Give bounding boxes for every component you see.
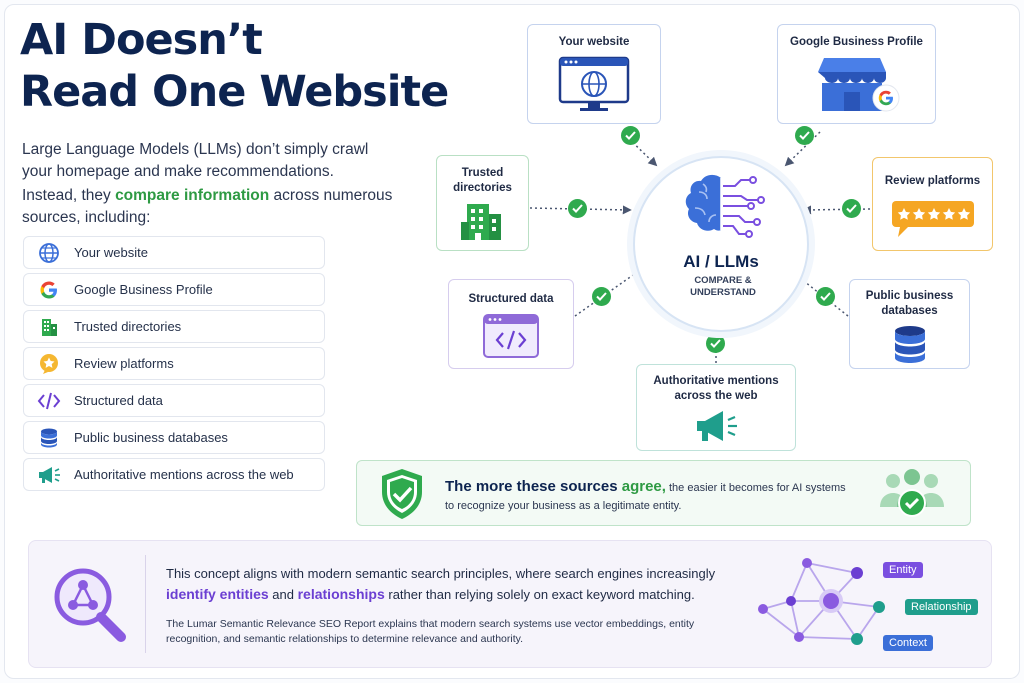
list-item: Trusted directories [23, 310, 325, 343]
google-icon [24, 274, 74, 305]
node-label: Review platforms [884, 175, 981, 187]
agreement-text: The more these sources agree, the easier… [445, 478, 846, 495]
node-label: Google Business Profile [790, 36, 923, 48]
highlight-relationships: relationships [297, 586, 385, 602]
tag-context: Context [883, 635, 933, 651]
megaphone-icon [24, 459, 74, 490]
megaphone-icon [697, 411, 737, 441]
concept-panel: This concept aligns with modern semantic… [28, 540, 992, 668]
node-label: Public business [865, 290, 954, 302]
page-title: AI Doesn’t Read One Website [20, 14, 449, 118]
monitor-globe-icon [558, 56, 630, 111]
check-icon [795, 126, 814, 145]
review-stars-icon [891, 201, 974, 237]
intro-paragraph: Large Language Models (LLMs) don’t simpl… [22, 141, 369, 180]
intro-text: Instead, they [22, 187, 116, 204]
concept-mid: and [268, 587, 298, 602]
node-label: Structured data [468, 293, 554, 305]
code-window-icon [483, 314, 539, 358]
database-icon [24, 422, 74, 453]
agreement-banner: The more these sources agree, the easier… [356, 460, 971, 526]
node-label: Authoritative mentions [653, 375, 779, 387]
star-badge-icon [24, 348, 74, 379]
concept-line-1: This concept aligns with modern semantic… [166, 566, 716, 581]
list-item-label: Review platforms [74, 356, 174, 371]
node-review-platforms: Review platforms [872, 157, 993, 251]
magnifier-network-icon [54, 568, 126, 642]
verified-users-icon [880, 469, 944, 517]
list-item-label: Google Business Profile [74, 282, 213, 297]
source-list: Your website Google Business Profile Tru… [23, 236, 325, 495]
node-label: databases [881, 305, 938, 317]
concept-line-end: rather than relying solely on exact keyw… [384, 587, 695, 602]
list-item: Your website [23, 236, 325, 269]
list-item-label: Structured data [74, 393, 163, 408]
list-item-label: Your website [74, 245, 148, 260]
check-icon [706, 334, 725, 353]
intro-highlight: compare information [115, 187, 270, 204]
node-public-business-databases: Public business databases [849, 279, 970, 369]
list-item: Google Business Profile [23, 273, 325, 306]
list-item-label: Trusted directories [74, 319, 182, 334]
title-line-2: Read One Website [20, 67, 449, 117]
list-item: Authoritative mentions across the web [23, 458, 325, 491]
tag-entity: Entity [883, 562, 923, 578]
check-icon [842, 199, 861, 218]
agreement-text-rest: the easier it becomes for AI systems [665, 482, 846, 494]
ai-llm-hub: AI / LLMs COMPARE & UNDERSTAND [633, 156, 809, 332]
agreement-highlight: agree, [621, 478, 666, 495]
list-item-label: Authoritative mentions across the web [74, 467, 294, 482]
node-label: Your website [558, 36, 630, 48]
divider [145, 555, 146, 653]
node-label: directories [453, 182, 512, 194]
check-icon [592, 287, 611, 306]
hub-subtitle: COMPARE & UNDERSTAND [690, 275, 756, 298]
list-item: Structured data [23, 384, 325, 417]
node-label: Trusted [461, 167, 504, 179]
title-line-1: AI Doesn’t [20, 15, 263, 65]
building-icon [460, 204, 501, 240]
tag-relationship: Relationship [905, 599, 978, 615]
concept-source-text: The Lumar Semantic Relevance SEO Report … [166, 618, 695, 645]
globe-icon [24, 237, 74, 268]
check-icon [816, 287, 835, 306]
agreement-text-start: The more these sources [445, 478, 622, 495]
node-label: across the web [674, 390, 758, 402]
entity-graph-icon [758, 558, 885, 645]
building-icon [24, 311, 74, 342]
agreement-text-line-2: to recognize your business as a legitima… [445, 500, 682, 512]
code-icon [24, 385, 74, 416]
node-authoritative-mentions: Authoritative mentions across the web [636, 364, 796, 451]
list-item: Public business databases [23, 421, 325, 454]
check-icon [621, 126, 640, 145]
concept-text: This concept aligns with modern semantic… [166, 563, 746, 605]
storefront-icon [817, 58, 899, 112]
node-google-business-profile: Google Business Profile [777, 24, 936, 124]
node-structured-data: Structured data [448, 279, 574, 369]
node-trusted-directories: Trusted directories [436, 155, 529, 251]
node-your-website: Your website [527, 24, 661, 124]
highlight-entities: identify entities [166, 586, 269, 602]
intro-paragraph-2: Instead, they compare information across… [22, 185, 397, 229]
ai-brain-icon [685, 174, 765, 238]
hub-title: AI / LLMs [683, 252, 759, 271]
database-icon [894, 326, 925, 363]
intro-text-end: across numerous sources, including: [22, 187, 393, 226]
check-icon [568, 199, 587, 218]
list-item: Review platforms [23, 347, 325, 380]
list-item-label: Public business databases [74, 430, 228, 445]
shield-check-icon [382, 469, 422, 519]
